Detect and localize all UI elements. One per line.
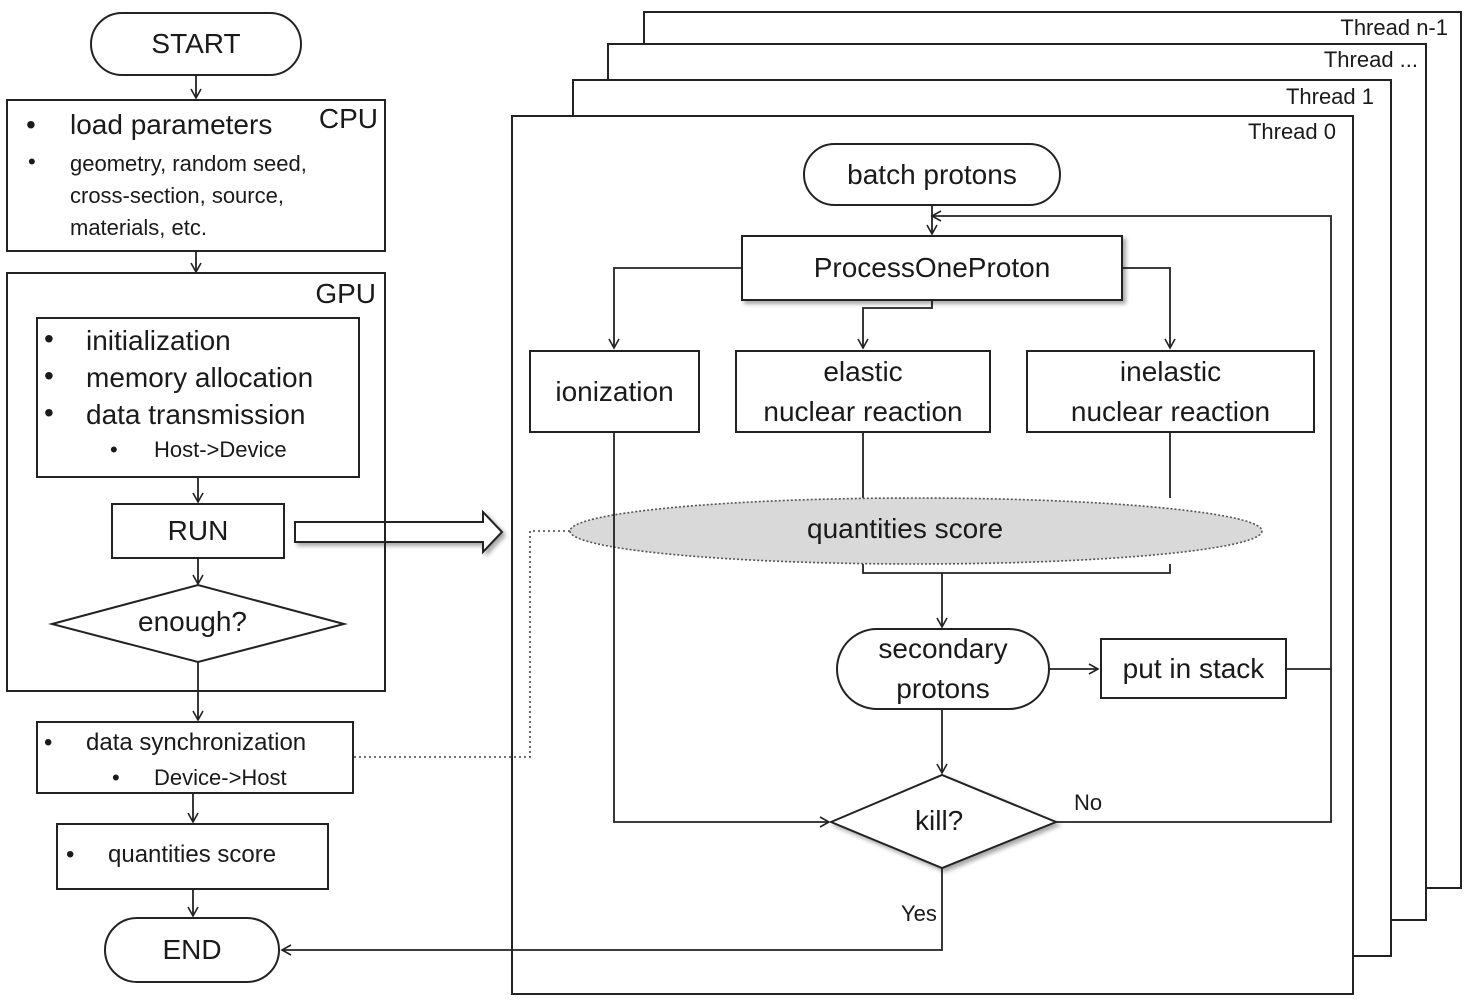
end-label: END [162,934,222,965]
run-box: RUN [111,503,285,559]
arrow-process-ionization [608,267,741,350]
enough-label: enough? [138,606,248,637]
gpu-sub-bullet: • [110,437,118,462]
sync-sub-bullet: • [112,765,120,790]
elastic-label-line-1: elastic [823,355,903,387]
arrow-kill-end [280,868,943,956]
quantities-score-ellipse [569,497,1263,565]
gpu-init-box: • initialization • memory allocation • d… [36,317,360,478]
gpu-item-memory: memory allocation [86,362,314,393]
cpu-main-bullet: • [26,109,36,140]
cpu-main-item: load parameters [70,109,273,140]
put-in-stack-label: put in stack [1122,652,1265,684]
cpu-sub-bullet: • [28,149,36,174]
gpu-box: GPU [6,272,386,692]
line-score-merge [862,564,1171,574]
kill-label: kill? [915,805,964,836]
cpu-sub-line-1: geometry, random seed, [70,151,307,176]
sync-main-item: data synchronization [86,729,307,756]
enough-diamond [48,583,348,664]
end-terminal: END [104,917,280,983]
batch-protons-terminal: batch protons [803,143,1061,206]
gpu-item-initialization: initialization [86,325,231,356]
run-to-threads-arrow [294,509,504,555]
loop-kill-no [1056,669,1332,823]
inelastic-box: inelastic nuclear reaction [1026,350,1315,433]
elastic-box: elastic nuclear reaction [735,350,991,433]
gpu-bullet-2: • [44,360,54,391]
thread-label-1: Thread 1 [1285,84,1374,109]
kill-no-label: No [1074,790,1103,815]
arrow-process-elastic [857,301,933,350]
arrow-process-inelastic [1122,267,1176,350]
gpu-bullet-3: • [44,397,54,428]
arrow-ionization-kill [613,432,831,828]
kill-yes-label: Yes [901,901,937,926]
process-one-proton-label: ProcessOneProton [813,252,1051,283]
loop-stack-to-process [930,210,1332,670]
gpu-sub-item: Host->Device [154,437,287,462]
batch-protons-label: batch protons [847,158,1017,190]
cpu-box: CPU • load parameters • geometry, random… [6,99,386,252]
cpu-tag: CPU [318,103,378,134]
inelastic-label-line-2: nuclear reaction [1070,395,1271,427]
left-score-label: quantities score [108,841,277,868]
gpu-bullet-1: • [44,323,54,354]
ionization-box: ionization [529,350,700,433]
left-score-bullet: • [66,841,75,868]
thread-label-0: Thread 0 [1247,119,1336,144]
left-score-box: • quantities score [56,823,329,890]
start-terminal: START [90,12,302,76]
sync-box: • data synchronization • Device->Host [36,721,354,794]
quantities-score-label: quantities score [807,513,1004,544]
elastic-label-line-2: nuclear reaction [763,395,963,427]
start-label: START [151,28,241,59]
cpu-sub-line-2: cross-section, source, [70,183,284,208]
sync-sub-item: Device->Host [154,765,287,790]
thread-label-dots: Thread ... [1323,47,1418,72]
gpu-tag: GPU [315,278,376,309]
secondary-protons-terminal: secondary protons [836,628,1050,710]
put-in-stack-box: put in stack [1100,638,1287,699]
kill-diamond [828,773,1059,870]
ionization-label: ionization [555,375,674,407]
gpu-item-transmission: data transmission [86,399,306,430]
thread-label-n-1: Thread n-1 [1340,15,1448,40]
sync-main-bullet: • [44,729,53,756]
process-one-proton-box: ProcessOneProton [741,235,1123,301]
secondary-label-line-2: protons [896,673,990,704]
run-label: RUN [167,515,229,546]
secondary-label-line-1: secondary [878,633,1008,664]
cpu-sub-line-3: materials, etc. [70,215,207,240]
inelastic-label-line-1: inelastic [1119,355,1222,387]
